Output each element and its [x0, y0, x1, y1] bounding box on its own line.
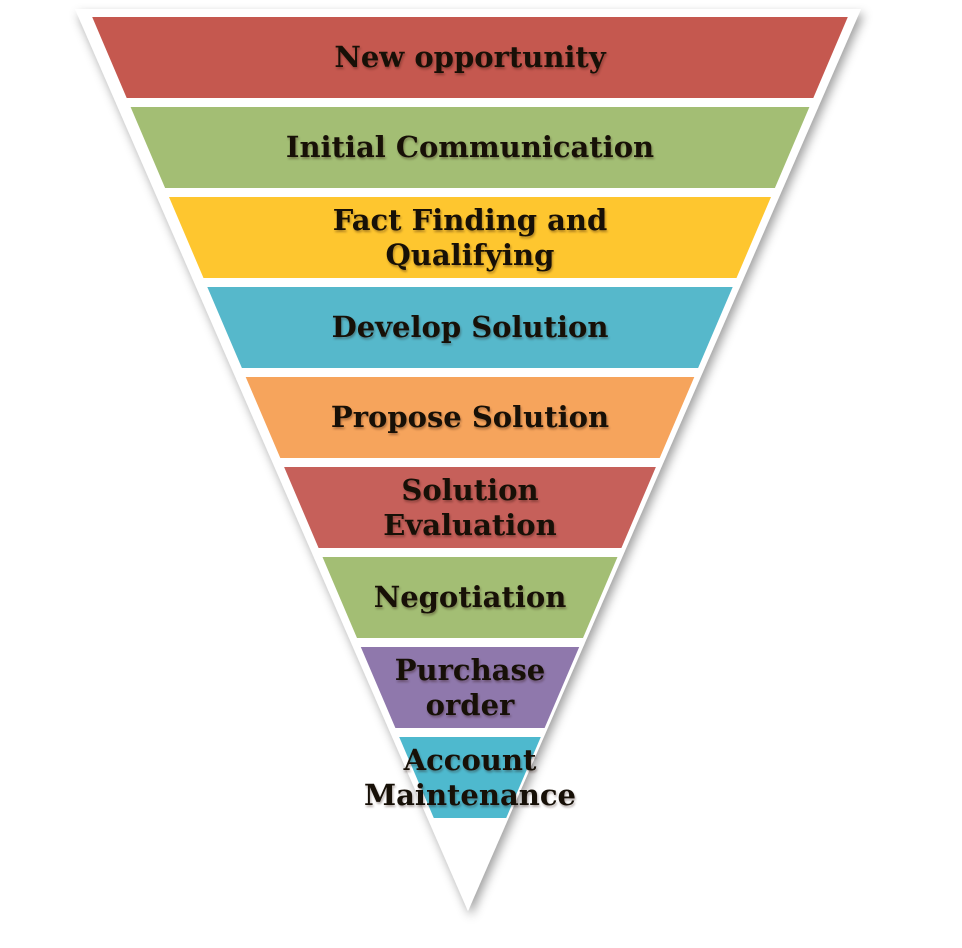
funnel-stage-shape-8 — [360, 647, 580, 728]
funnel-stage-shape-1 — [92, 17, 848, 98]
funnel-stage-shape-4 — [207, 287, 733, 368]
funnel-stage-shape-6 — [284, 467, 656, 548]
funnel-stage-shape-5 — [245, 377, 695, 458]
funnel-stage-shape-2 — [130, 107, 810, 188]
funnel-stage-shape-3 — [169, 197, 771, 278]
funnel-stage-shape-9 — [399, 737, 541, 818]
funnel-stage-shape-7 — [322, 557, 618, 638]
